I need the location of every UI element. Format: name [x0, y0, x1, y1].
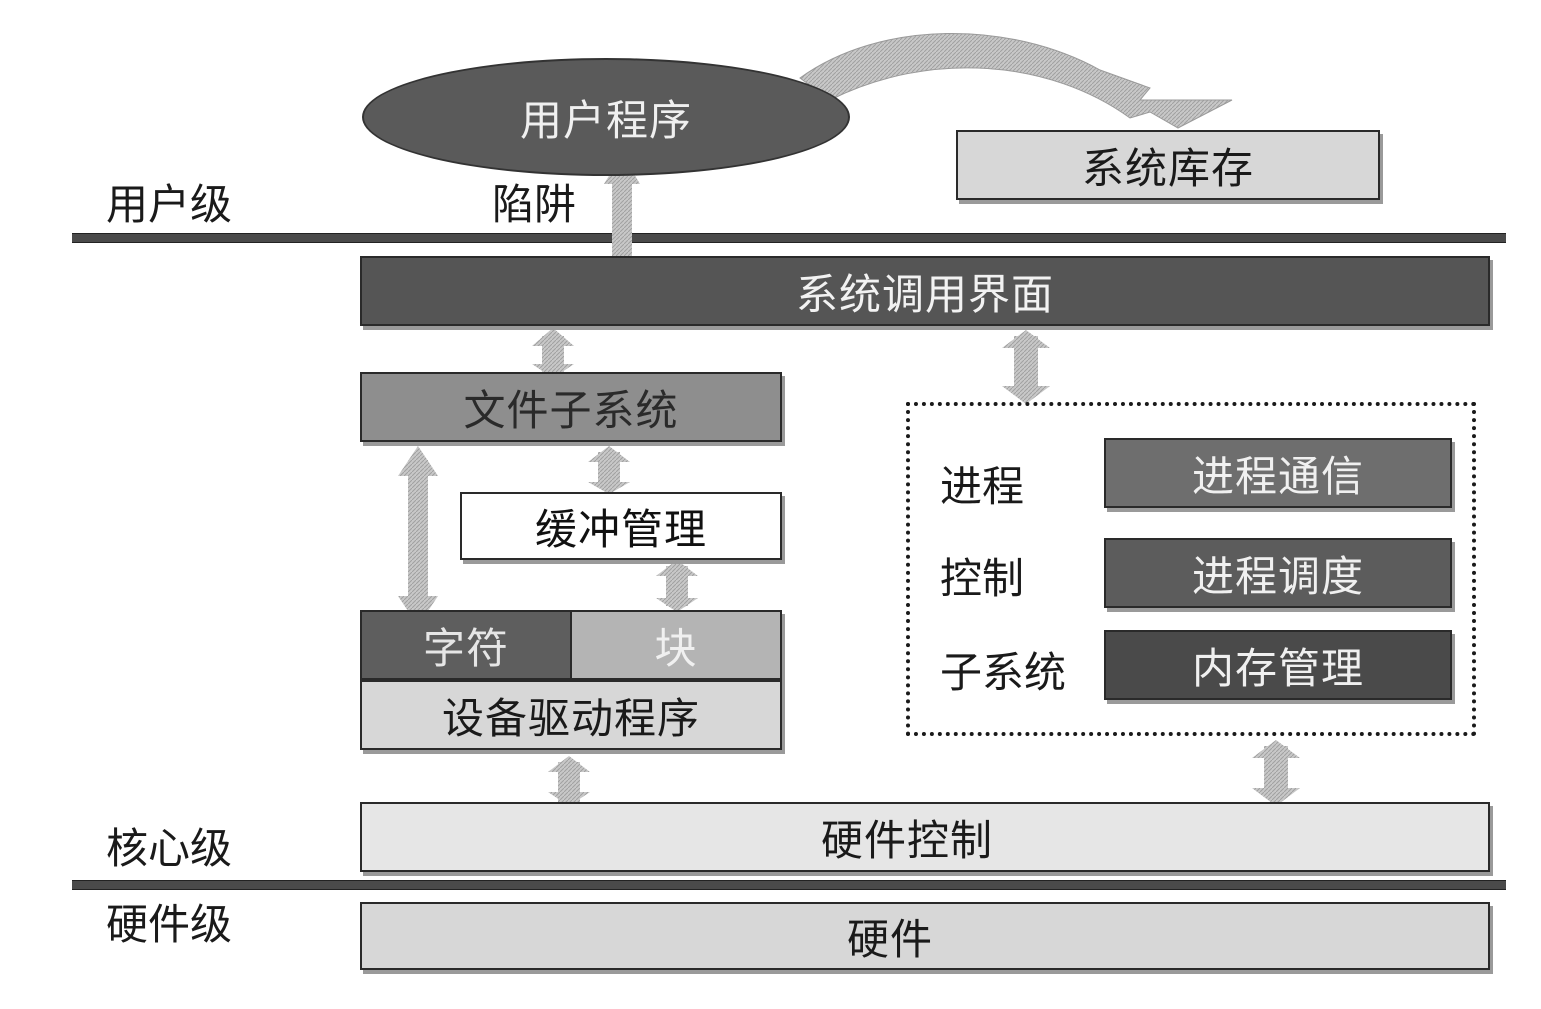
process-control-label-line-1: 进程 [940, 462, 1025, 511]
system-library-node: 系统库存 [956, 130, 1380, 200]
device-driver-node: 设备驱动程序 [360, 680, 782, 750]
ipc-node: 进程通信 [1104, 438, 1452, 508]
memory-management-node: 内存管理 [1104, 630, 1452, 700]
hardware-label: 硬件 [846, 914, 933, 964]
process-control-label-line-3: 子系统 [940, 648, 1067, 697]
file-subsystem-node: 文件子系统 [360, 372, 782, 442]
hardware-node: 硬件 [360, 902, 1490, 970]
arrow-syscall-file [532, 328, 574, 378]
system-library-label: 系统库存 [1081, 143, 1254, 193]
char-device-node: 字符 [360, 610, 572, 680]
user-program-label: 用户程序 [519, 95, 692, 145]
kernel-hardware-boundary [72, 880, 1506, 890]
trap-label: 陷阱 [492, 180, 577, 229]
memory-management-label: 内存管理 [1191, 643, 1364, 693]
level-label-kernel: 核心级 [106, 824, 233, 873]
arrow-file-buffer [588, 446, 630, 494]
block-device-label: 块 [654, 623, 698, 673]
hardware-control-node: 硬件控制 [360, 802, 1490, 872]
buffer-management-node: 缓冲管理 [460, 492, 782, 560]
block-device-node: 块 [570, 610, 782, 680]
user-kernel-boundary [72, 233, 1506, 243]
hardware-control-label: 硬件控制 [820, 815, 993, 865]
buffer-management-label: 缓冲管理 [534, 504, 707, 554]
scheduler-node: 进程调度 [1104, 538, 1452, 608]
syscall-interface-label: 系统调用界面 [795, 269, 1054, 319]
ipc-label: 进程通信 [1191, 451, 1364, 501]
arrow-driver-hwcontrol [548, 756, 590, 806]
arrow-buffer-block [656, 560, 698, 612]
process-control-subsystem [906, 402, 1476, 736]
syscall-interface-node: 系统调用界面 [360, 256, 1490, 326]
char-device-label: 字符 [422, 623, 509, 673]
curved-arrow-to-library [799, 32, 1233, 129]
level-label-hardware: 硬件级 [106, 900, 233, 949]
arrow-process-hwcontrol [1252, 740, 1300, 806]
scheduler-label: 进程调度 [1191, 551, 1364, 601]
arrow-syscall-process [1002, 330, 1050, 404]
level-label-user: 用户级 [106, 180, 233, 229]
device-driver-label: 设备驱动程序 [441, 693, 700, 743]
file-subsystem-label: 文件子系统 [463, 385, 679, 435]
arrow-file-char [398, 446, 438, 626]
user-program-node: 用户程序 [362, 58, 850, 176]
process-control-label-line-2: 控制 [940, 554, 1025, 603]
